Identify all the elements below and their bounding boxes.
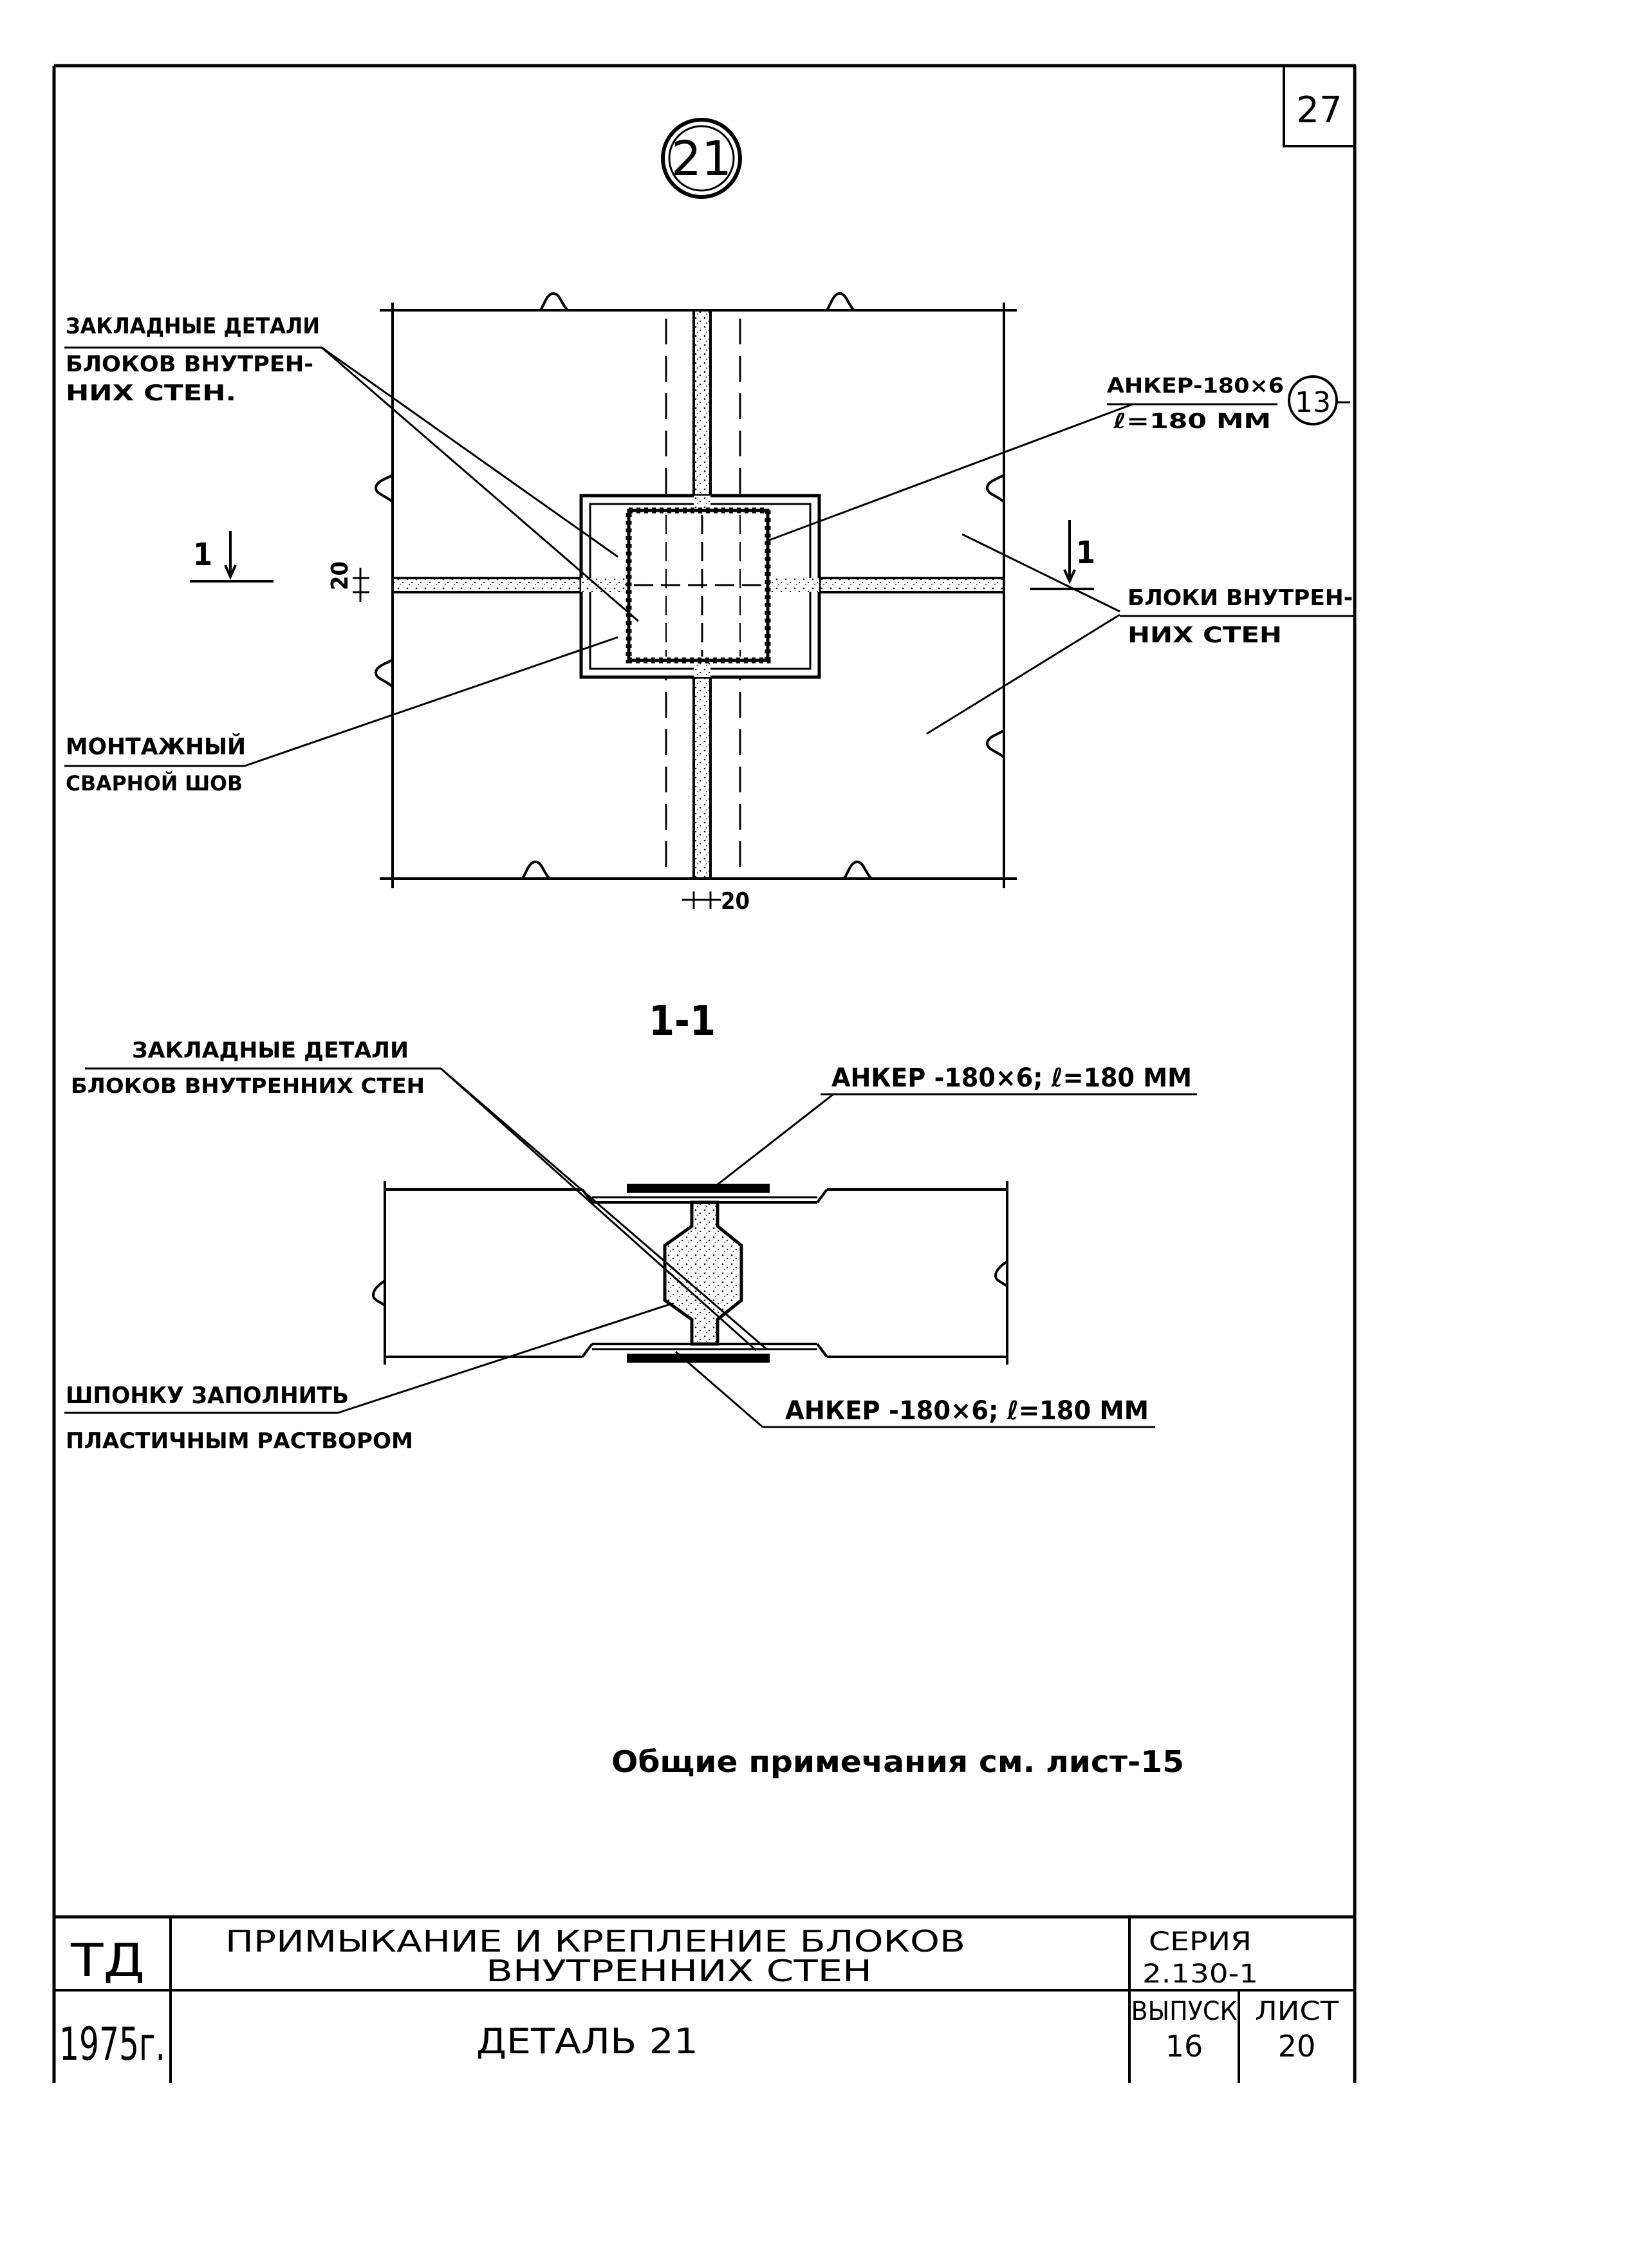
plan-anchor-label-1: АНКЕР-180×6 bbox=[1107, 373, 1284, 398]
section-view bbox=[64, 1067, 1197, 1428]
plan-anchor-label-2: ℓ=180 ММ bbox=[1113, 409, 1271, 433]
plan-weld-label-1: МОНТАЖНЫЙ bbox=[66, 733, 246, 760]
anchor-ref-number: 13 bbox=[1295, 386, 1331, 419]
plan-weld-label-2: СВАРНОЙ ШОВ bbox=[66, 771, 243, 796]
corner-number-box: 27 bbox=[1283, 64, 1356, 147]
section-mark-left: 1 bbox=[193, 537, 212, 573]
plan-blocks-label-2: НИХ СТЕН bbox=[1128, 622, 1282, 648]
anchor-ref-circle: 13 bbox=[1288, 375, 1350, 425]
title-block-issue-label: ВЫПУСК bbox=[1131, 1997, 1238, 2026]
general-note: Общие примечания см. лист-15 bbox=[611, 1744, 1184, 1779]
dim-horizontal-20: 20 bbox=[721, 888, 750, 915]
title-block-sheet-value: 20 bbox=[1278, 2029, 1316, 2064]
plan-embedded-label-2: БЛОКОВ ВНУТРЕН- bbox=[66, 351, 313, 377]
title-block-sheet-label: ЛИСТ bbox=[1255, 1997, 1339, 2026]
section-labels: ЗАКЛАДНЫЕ ДЕТАЛИ БЛОКОВ ВНУТРЕННИХ СТЕН … bbox=[66, 1038, 1192, 1454]
title-block-org: ТД bbox=[70, 1934, 145, 1987]
section-anchor-bottom-label: АНКЕР -180×6; ℓ=180 ММ bbox=[785, 1396, 1149, 1426]
section-title: 1-1 bbox=[649, 998, 716, 1045]
section-key-label-1: ШПОНКУ ЗАПОЛНИТЬ bbox=[66, 1383, 349, 1409]
title-block-title-2: ВНУТРЕННИХ СТЕН bbox=[486, 1954, 872, 1988]
plan-blocks-label-1: БЛОКИ ВНУТРЕН- bbox=[1128, 585, 1353, 611]
section-embedded-label-1: ЗАКЛАДНЫЕ ДЕТАЛИ bbox=[132, 1038, 409, 1063]
title-block: ТД 1975г. ПРИМЫКАНИЕ И КРЕПЛЕНИЕ БЛОКОВ … bbox=[59, 1924, 1339, 2071]
plan-embedded-label-1: ЗАКЛАДНЫЕ ДЕТАЛИ bbox=[66, 313, 320, 339]
sheet-frame bbox=[52, 64, 1357, 2083]
detail-marker: 21 bbox=[661, 118, 742, 199]
section-key-label-2: ПЛАСТИЧНЫМ РАСТВОРОМ bbox=[66, 1428, 413, 1454]
section-embedded-label-2: БЛОКОВ ВНУТРЕННИХ СТЕН bbox=[71, 1074, 425, 1098]
title-block-issue-value: 16 bbox=[1165, 2029, 1203, 2064]
title-block-series-label: СЕРИЯ bbox=[1149, 1927, 1252, 1957]
title-block-lines bbox=[54, 1915, 1355, 2083]
plan-view bbox=[64, 292, 1355, 909]
title-block-subtitle: ДЕТАЛЬ 21 bbox=[476, 2021, 698, 2062]
title-block-series-value: 2.130-1 bbox=[1142, 1959, 1258, 1989]
dim-vertical-20: 20 bbox=[327, 561, 353, 590]
title-block-title-1: ПРИМЫКАНИЕ И КРЕПЛЕНИЕ БЛОКОВ bbox=[225, 1924, 965, 1959]
corner-number: 27 bbox=[1296, 89, 1342, 131]
section-anchor-top-label: АНКЕР -180×6; ℓ=180 ММ bbox=[831, 1063, 1192, 1093]
plan-labels: ЗАКЛАДНЫЕ ДЕТАЛИ БЛОКОВ ВНУТРЕН- НИХ СТЕ… bbox=[66, 313, 1353, 915]
section-mark-right: 1 bbox=[1076, 535, 1095, 571]
plan-embedded-label-3: НИХ СТЕН. bbox=[66, 380, 236, 406]
detail-marker-number: 21 bbox=[671, 131, 732, 187]
title-block-year: 1975г. bbox=[59, 2018, 165, 2071]
